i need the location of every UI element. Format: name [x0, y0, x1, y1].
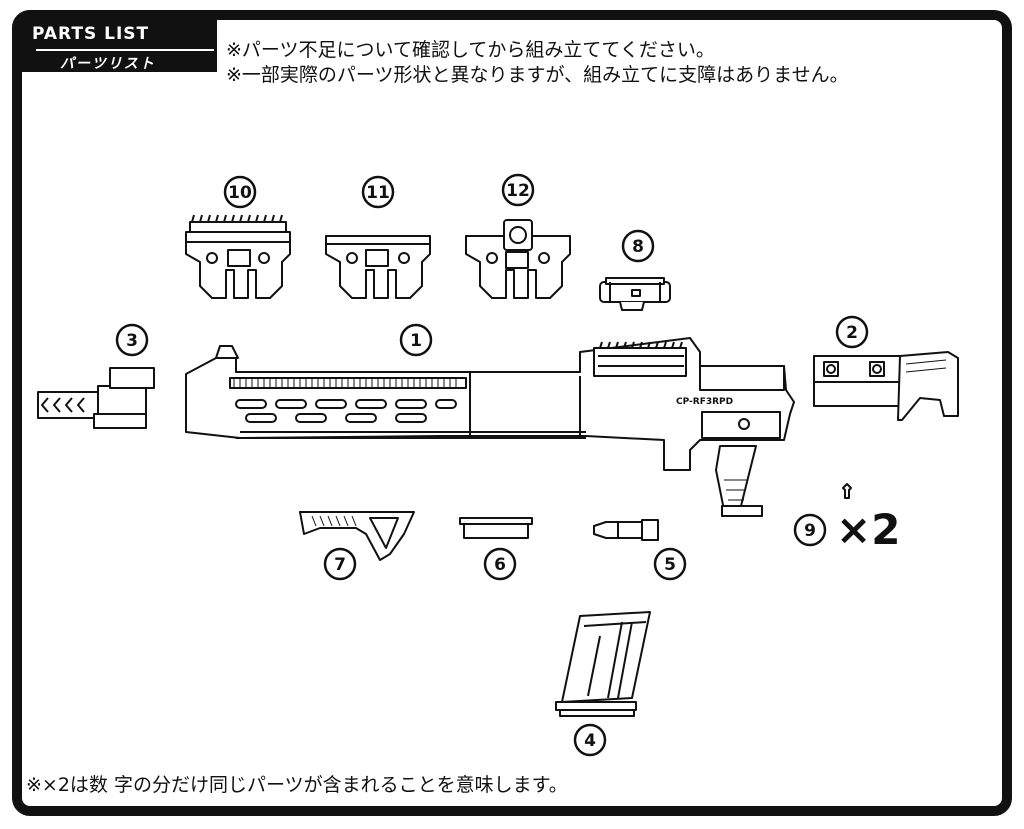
part-1-rifle-body: CP-RF3RPD [185, 337, 795, 517]
rifle-marking: CP-RF3RPD [676, 397, 733, 407]
footer-note: ※×2は数 字の分だけ同じパーツが含まれることを意味します。 [26, 774, 568, 796]
svg-text:1: 1 [410, 331, 422, 351]
header-tab: PARTS LIST パーツリスト [12, 10, 217, 72]
label-part-7: 7 [323, 547, 357, 581]
label-part-10: 10 [223, 175, 257, 209]
svg-text:6: 6 [494, 555, 506, 575]
part-5-cartridge [593, 519, 659, 541]
label-part-4: 4 [573, 723, 607, 757]
note-check-parts: ※パーツ不足について確認してから組み立ててください。 [226, 39, 715, 61]
header-title: PARTS LIST [32, 24, 150, 44]
svg-text:10: 10 [228, 183, 252, 203]
label-part-5: 5 [653, 547, 687, 581]
label-part-6: 6 [483, 547, 517, 581]
svg-text:4: 4 [584, 731, 596, 751]
header-subtitle: パーツリスト [60, 56, 156, 72]
label-part-8: 8 [621, 229, 655, 263]
label-part-12: 12 [501, 173, 535, 207]
label-part-3: 3 [115, 323, 149, 357]
part-8-dot-sight [599, 277, 671, 311]
svg-text:7: 7 [334, 555, 346, 575]
label-part-11: 11 [361, 175, 395, 209]
label-part-2: 2 [835, 315, 869, 349]
svg-text:8: 8 [632, 237, 644, 257]
part-10-rail-mount [185, 214, 291, 299]
part-9-pin [842, 483, 852, 499]
part-labels: 10 11 12 8 3 1 2 7 6 5 4 9 [115, 173, 869, 757]
part-7-angled-grip [299, 511, 415, 561]
part-6-rail-cover [459, 517, 533, 539]
part-11-mount [325, 235, 431, 299]
svg-text:9: 9 [804, 521, 816, 541]
svg-text:11: 11 [366, 183, 390, 203]
part-2-stock [813, 351, 959, 421]
part-9-quantity: ×2 [836, 505, 901, 554]
note-shape-difference: ※一部実際のパーツ形状と異なりますが、組み立てに支障はありません。 [226, 64, 849, 86]
label-part-9: 9 [793, 513, 827, 547]
part-4-magazine [555, 611, 651, 717]
label-part-1: 1 [399, 323, 433, 357]
part-12-ring-mount [465, 219, 571, 299]
header-rule [36, 49, 214, 51]
svg-text:12: 12 [506, 181, 530, 201]
svg-text:2: 2 [846, 323, 858, 343]
part-3-muzzle [37, 367, 155, 429]
svg-text:3: 3 [126, 331, 138, 351]
svg-text:5: 5 [664, 555, 676, 575]
